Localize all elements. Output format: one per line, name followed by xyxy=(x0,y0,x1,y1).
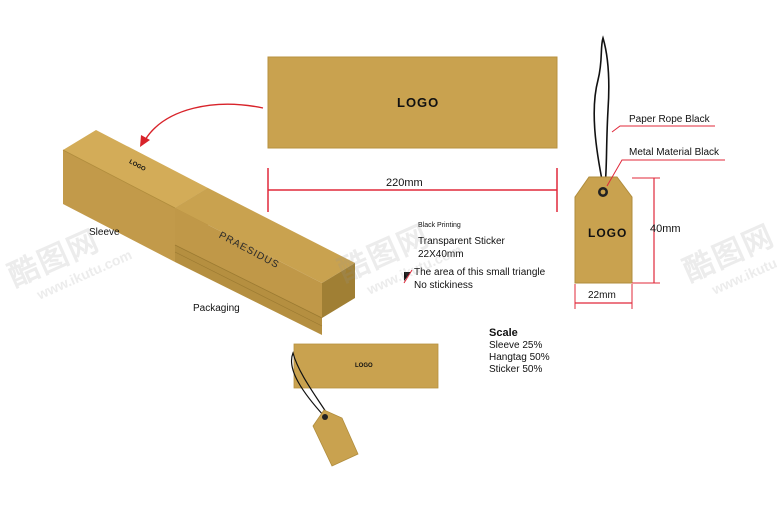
hangtag-logo: LOGO xyxy=(588,226,628,240)
dim-label-22: 22mm xyxy=(588,290,616,301)
curved-arrow xyxy=(144,103,264,141)
base-top xyxy=(175,188,355,283)
triangle-note-1: The area of this small triangle xyxy=(414,267,546,278)
band-front xyxy=(175,208,322,318)
metal-leader xyxy=(606,159,725,187)
mini-sleeve xyxy=(293,343,439,389)
rope-label: Paper Rope Black xyxy=(629,114,710,125)
scale-sleeve: Sleeve 25% xyxy=(489,340,543,351)
scale-heading: Scale xyxy=(489,327,518,339)
sleeve-panel-logo: LOGO xyxy=(397,95,440,110)
scale-hangtag: Hangtag 50% xyxy=(489,352,550,363)
arrow-head xyxy=(140,135,150,147)
paper-rope xyxy=(593,35,610,186)
mini-sleeve-logo: LOGO xyxy=(355,363,373,369)
sticker-title: Transparent Sticker xyxy=(418,236,505,247)
lid-front xyxy=(63,150,175,262)
sticker-printing-note: Black Printing xyxy=(418,222,461,229)
sticker-size: 22X40mm xyxy=(418,249,464,260)
dim-label-40: 40mm xyxy=(650,223,681,235)
metal-label: Metal Material Black xyxy=(629,147,720,158)
rope-leader xyxy=(611,125,715,133)
mini-hangtag xyxy=(290,351,359,467)
base-side xyxy=(322,263,355,318)
triangle-note-2: No stickiness xyxy=(414,280,473,291)
packaging-box xyxy=(62,130,355,335)
lid-top xyxy=(63,130,208,208)
packaging-label: Packaging xyxy=(193,303,240,314)
sleeve-panel xyxy=(267,56,558,149)
dim-label-220: 220mm xyxy=(386,177,423,189)
scale-sticker: Sticker 50% xyxy=(489,364,543,375)
sleeve-label: Sleeve xyxy=(89,227,120,238)
